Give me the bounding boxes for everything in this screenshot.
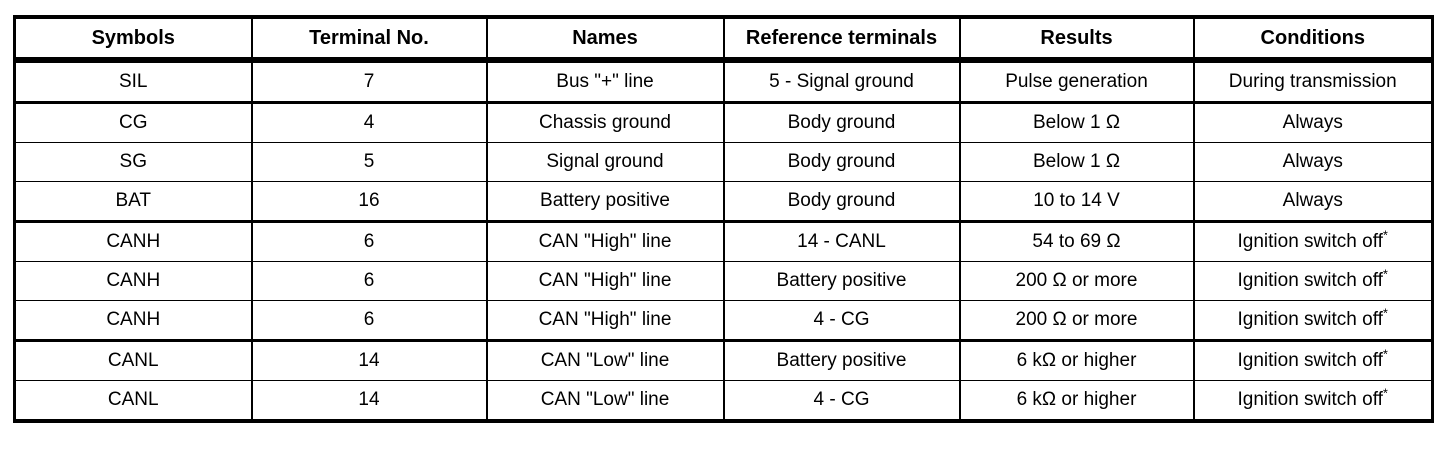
footnote-asterisk: * bbox=[1382, 346, 1388, 362]
cell-reference: Body ground bbox=[722, 142, 961, 182]
cell-reference: Battery positive bbox=[722, 339, 961, 381]
table-header: Symbols Terminal No. Names Reference ter… bbox=[13, 17, 1434, 62]
cell-symbols: CANL bbox=[13, 380, 253, 421]
cell-terminal: 5 bbox=[250, 142, 488, 182]
cell-symbols: BAT bbox=[13, 181, 253, 222]
header-row: Symbols Terminal No. Names Reference ter… bbox=[13, 17, 1434, 60]
cell-symbols: CANH bbox=[13, 220, 253, 262]
cell-reference: Battery positive bbox=[722, 261, 961, 301]
cell-results: 200 Ω or more bbox=[958, 261, 1195, 301]
cell-results: 6 kΩ or higher bbox=[958, 339, 1195, 381]
cell-conditions: Always bbox=[1192, 181, 1434, 222]
cell-terminal: 14 bbox=[250, 339, 488, 381]
cell-names: CAN "High" line bbox=[485, 261, 725, 301]
cell-names: Bus "+" line bbox=[485, 60, 725, 103]
cell-terminal: 16 bbox=[250, 181, 488, 222]
cell-terminal: 7 bbox=[250, 60, 488, 103]
cell-conditions: Ignition switch off* bbox=[1192, 261, 1434, 301]
footnote-asterisk: * bbox=[1382, 266, 1388, 282]
header-rule-cell bbox=[13, 57, 253, 62]
column-header-names: Names bbox=[485, 17, 725, 60]
cell-names: CAN "High" line bbox=[485, 220, 725, 262]
cell-names: Signal ground bbox=[485, 142, 725, 182]
cell-names: Battery positive bbox=[485, 181, 725, 222]
cell-names: Chassis ground bbox=[485, 101, 725, 143]
cell-terminal: 6 bbox=[250, 220, 488, 262]
cell-conditions: Ignition switch off* bbox=[1192, 220, 1434, 262]
cell-terminal: 6 bbox=[250, 261, 488, 301]
cell-terminal: 4 bbox=[250, 101, 488, 143]
cell-reference: 4 - CG bbox=[722, 380, 961, 421]
cell-results: Below 1 Ω bbox=[958, 101, 1195, 143]
footnote-asterisk: * bbox=[1382, 227, 1388, 243]
cell-reference: Body ground bbox=[722, 101, 961, 143]
cell-symbols: CG bbox=[13, 101, 253, 143]
cell-results: Below 1 Ω bbox=[958, 142, 1195, 182]
cell-results: 54 to 69 Ω bbox=[958, 220, 1195, 262]
cell-conditions: Ignition switch off* bbox=[1192, 380, 1434, 421]
footnote-asterisk: * bbox=[1382, 385, 1388, 401]
header-rule-cell bbox=[1192, 57, 1434, 62]
cell-names: CAN "High" line bbox=[485, 300, 725, 341]
cell-conditions: Always bbox=[1192, 101, 1434, 143]
cell-reference: 5 - Signal ground bbox=[722, 60, 961, 103]
spec-table-container: Symbols Terminal No. Names Reference ter… bbox=[13, 15, 1434, 423]
cell-reference: 4 - CG bbox=[722, 300, 961, 341]
cell-terminal: 6 bbox=[250, 300, 488, 341]
cell-symbols: CANL bbox=[13, 339, 253, 381]
cell-results: 6 kΩ or higher bbox=[958, 380, 1195, 421]
header-double-rule bbox=[13, 57, 1434, 62]
column-header-conditions: Conditions bbox=[1192, 17, 1434, 60]
header-rule-cell bbox=[485, 57, 725, 62]
terminal-specification-table: Symbols Terminal No. Names Reference ter… bbox=[13, 15, 1434, 423]
cell-symbols: SIL bbox=[13, 60, 253, 103]
cell-symbols: SG bbox=[13, 142, 253, 182]
cell-symbols: CANH bbox=[13, 261, 253, 301]
cell-conditions: Ignition switch off* bbox=[1192, 300, 1434, 341]
cell-results: Pulse generation bbox=[958, 60, 1195, 103]
cell-reference: 14 - CANL bbox=[722, 220, 961, 262]
column-header-terminal: Terminal No. bbox=[250, 17, 488, 60]
cell-conditions: During transmission bbox=[1192, 60, 1434, 103]
cell-results: 200 Ω or more bbox=[958, 300, 1195, 341]
footnote-asterisk: * bbox=[1382, 305, 1388, 321]
cell-conditions: Ignition switch off* bbox=[1192, 339, 1434, 381]
cell-reference: Body ground bbox=[722, 181, 961, 222]
cell-terminal: 14 bbox=[250, 380, 488, 421]
cell-conditions: Always bbox=[1192, 142, 1434, 182]
header-rule-cell bbox=[958, 57, 1195, 62]
cell-symbols: CANH bbox=[13, 300, 253, 341]
header-rule-cell bbox=[722, 57, 961, 62]
cell-names: CAN "Low" line bbox=[485, 380, 725, 421]
cell-names: CAN "Low" line bbox=[485, 339, 725, 381]
column-header-symbols: Symbols bbox=[13, 17, 253, 60]
header-rule-cell bbox=[250, 57, 488, 62]
column-header-reference: Reference terminals bbox=[722, 17, 961, 60]
column-header-results: Results bbox=[958, 17, 1195, 60]
cell-results: 10 to 14 V bbox=[958, 181, 1195, 222]
